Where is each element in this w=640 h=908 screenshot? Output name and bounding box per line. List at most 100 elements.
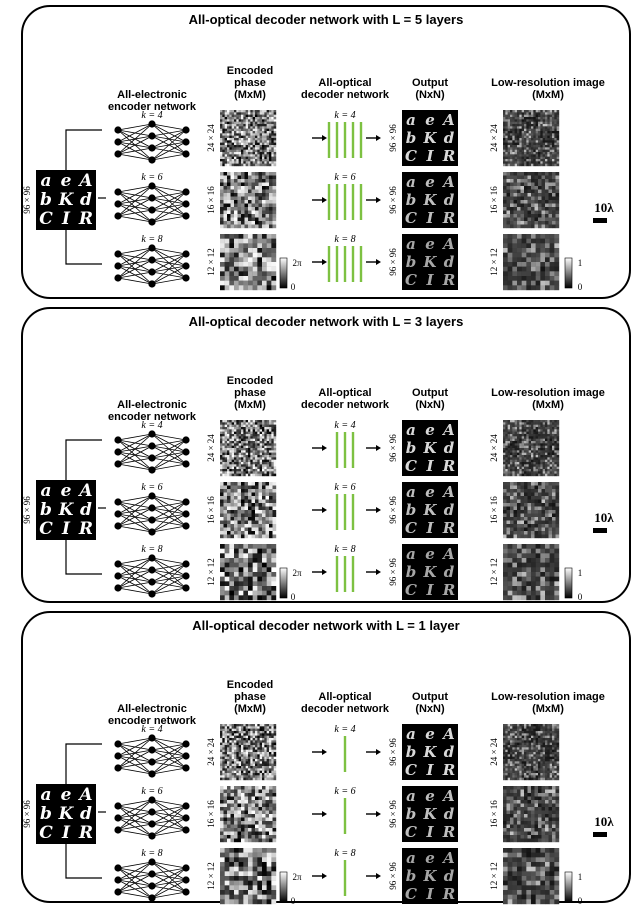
lowres-pixel — [554, 466, 557, 470]
phase-pixel — [234, 520, 238, 525]
lowres-pixel — [519, 131, 522, 134]
lowres-pixel — [556, 119, 560, 122]
lowres-pixel — [526, 276, 532, 281]
phase-pixel — [245, 422, 249, 425]
lowres-pixel — [542, 443, 546, 446]
phase-pixel — [259, 749, 263, 753]
encoder-edge — [117, 495, 153, 515]
lowres-pixel — [510, 427, 513, 430]
lowres-pixel — [552, 517, 556, 521]
phase-pixel — [266, 257, 272, 263]
lowres-pixel — [521, 147, 525, 150]
phase-pixel — [252, 271, 258, 277]
lowres-pixel — [554, 266, 560, 272]
phase-pixel — [234, 548, 239, 554]
phase-pixel — [244, 207, 249, 211]
phase-pixel — [224, 728, 228, 732]
phase-pixel — [238, 576, 244, 582]
phase-pixel — [222, 733, 225, 736]
lowres-pixel — [541, 196, 546, 201]
phase-pixel — [252, 572, 258, 577]
lowres-pixel — [513, 200, 518, 204]
lowres-pixel — [519, 135, 522, 139]
phase-pixel — [255, 738, 258, 741]
lowres-pixel — [535, 469, 539, 472]
lowres-pixel — [554, 243, 560, 249]
phase-pixel — [255, 110, 258, 113]
phase-pixel — [223, 492, 228, 497]
phase-pixel — [262, 434, 265, 437]
lowres-pixel — [510, 506, 514, 511]
phase-pixel — [224, 429, 228, 432]
lowres-pixel — [548, 224, 553, 229]
lowres-pixel — [510, 175, 514, 180]
phase-pixel — [238, 149, 242, 153]
phase-pixel — [236, 740, 239, 743]
lowres-pixel — [533, 459, 536, 463]
phase-pixel — [224, 471, 228, 474]
phase-pixel — [250, 735, 253, 739]
lowres-pixel — [547, 121, 550, 125]
phase-pixel — [266, 443, 270, 446]
phase-pixel — [252, 131, 256, 134]
lowres-pixel — [528, 471, 532, 474]
encoder-node — [148, 528, 156, 536]
output-image-bg — [402, 420, 458, 476]
phase-pixel — [273, 161, 277, 164]
phase-pixel — [271, 156, 274, 160]
phase-pixel — [229, 149, 232, 153]
phase-pixel — [264, 163, 267, 167]
phase-pixel — [252, 420, 256, 423]
phase-pixel — [230, 200, 235, 204]
output-image-bg — [402, 234, 458, 290]
arrowhead — [322, 197, 327, 203]
lowres-pixel — [524, 531, 528, 535]
lowres-pixel — [542, 471, 546, 474]
lowres-pixel — [517, 221, 521, 225]
lowres-pixel — [520, 517, 525, 521]
output-glyph: C — [405, 147, 417, 165]
lowres-pixel — [545, 466, 548, 470]
phase-pixel — [269, 436, 272, 439]
phase-pixel — [224, 271, 230, 277]
phase-pixel — [223, 175, 228, 180]
phase-pixel — [231, 119, 235, 122]
phase-pixel — [245, 448, 249, 451]
lowres-pixel — [520, 513, 525, 518]
lowres-pixel — [503, 576, 508, 582]
phase-pixel — [220, 492, 224, 497]
encoder-edge — [151, 743, 187, 763]
phase-pixel — [257, 590, 263, 596]
lowres-pixel — [531, 496, 535, 500]
lowres-pixel — [503, 424, 506, 428]
phase-pixel — [238, 424, 242, 428]
phase-pixel — [241, 756, 244, 760]
phase-pixel — [248, 553, 253, 559]
phase-pixel — [262, 724, 265, 727]
phase-pixel — [248, 462, 251, 465]
phase-pixel — [227, 775, 230, 778]
phase-pixel — [248, 742, 251, 746]
lowres-pixel — [524, 200, 528, 204]
phase-pixel — [220, 510, 224, 514]
lowres-pixel — [507, 163, 511, 167]
phase-pixel — [262, 590, 267, 596]
phase-pixel — [255, 742, 258, 746]
lowres-pixel — [552, 450, 555, 453]
phase-pixel — [224, 434, 228, 437]
phase-pixel — [264, 754, 267, 757]
phase-pixel — [255, 152, 258, 155]
lowres-pixel — [505, 429, 508, 432]
phase-pixel — [220, 590, 225, 596]
phase-pixel — [257, 138, 260, 141]
phase-pixel — [224, 457, 228, 460]
phase-pixel — [222, 420, 225, 423]
phase-pixel — [266, 271, 272, 277]
phase-pixel — [269, 466, 272, 470]
phase-pixel — [269, 754, 272, 757]
encoder-node — [148, 256, 156, 264]
lowres-pixel — [540, 110, 543, 113]
lowres-pixel — [549, 238, 555, 244]
lowres-pixel — [519, 448, 522, 451]
encoder-edge — [151, 215, 187, 223]
